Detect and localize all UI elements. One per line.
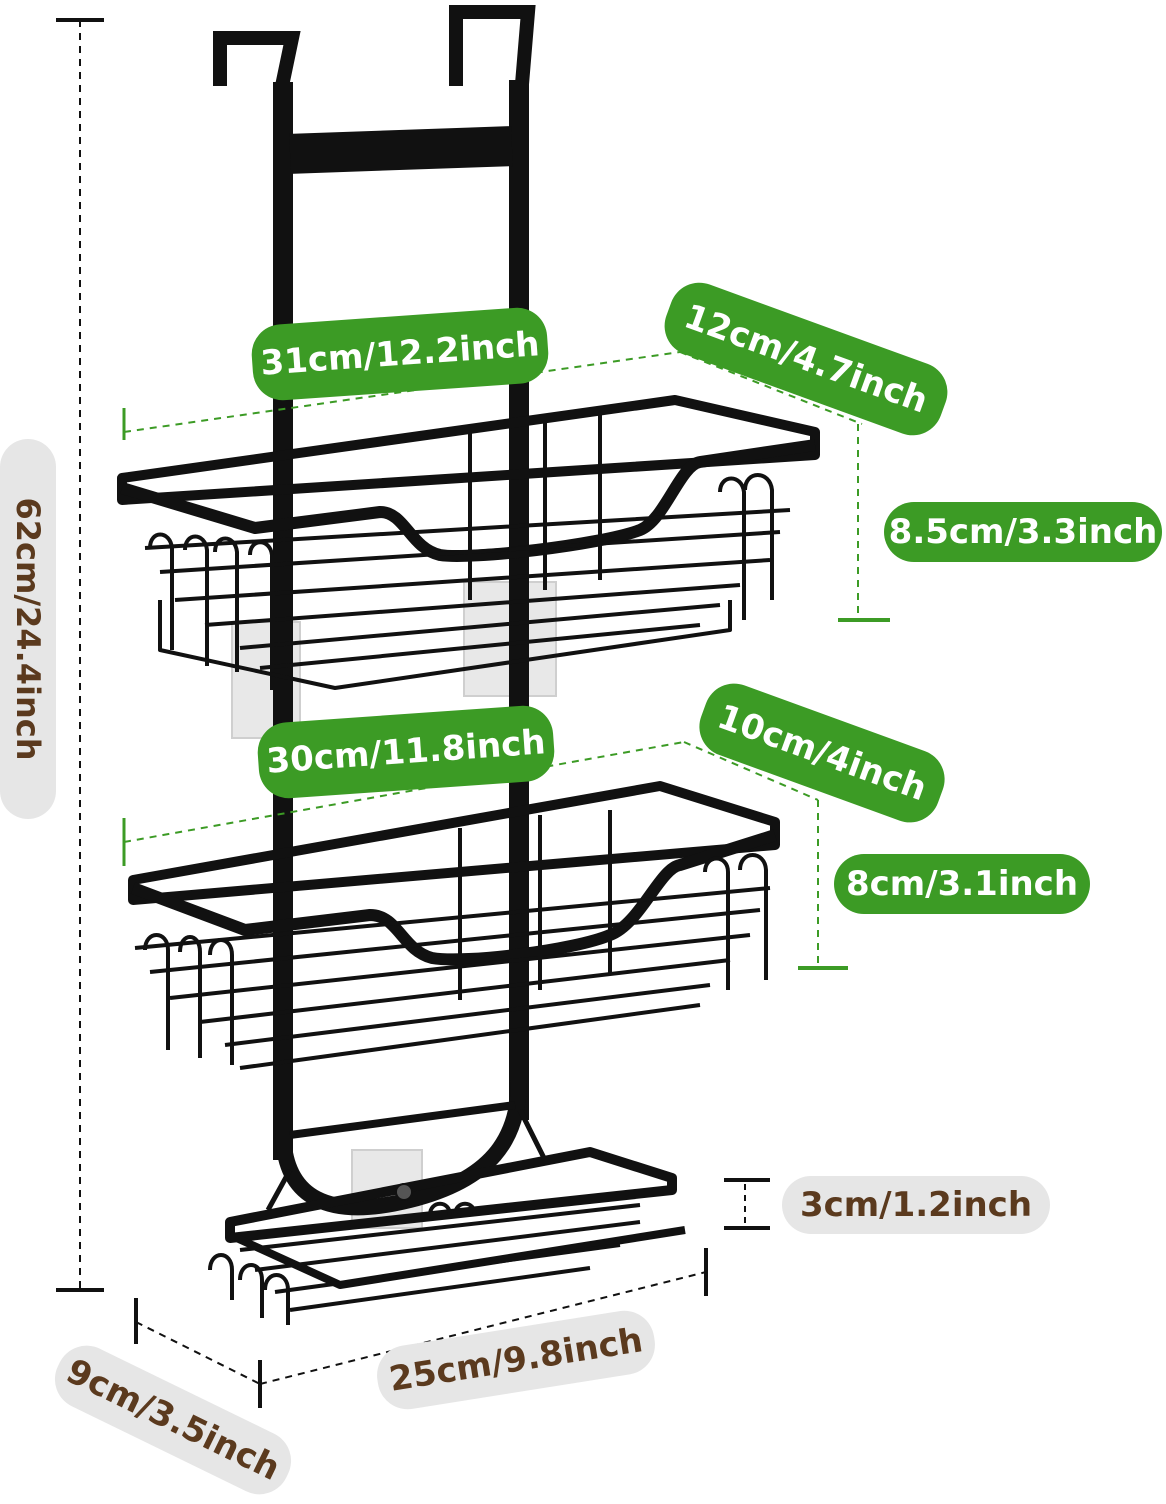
bottom-basket-height-label: 3cm/1.2inch [782, 1176, 1050, 1234]
dimension-lines [56, 18, 890, 1408]
middle-basket-height-label: 8cm/3.1inch [834, 854, 1090, 914]
bottom-basket [208, 1108, 686, 1325]
total-height-label: 62cm/24.4inch [0, 439, 56, 819]
hanger-hooks [213, 4, 536, 88]
top-basket-height-label: 8.5cm/3.3inch [884, 502, 1162, 562]
frame-crossbar [289, 126, 513, 174]
lower-frame-loop [275, 1079, 527, 1216]
middle-basket [128, 781, 780, 1070]
top-basket [117, 395, 820, 690]
screw [395, 1183, 413, 1201]
